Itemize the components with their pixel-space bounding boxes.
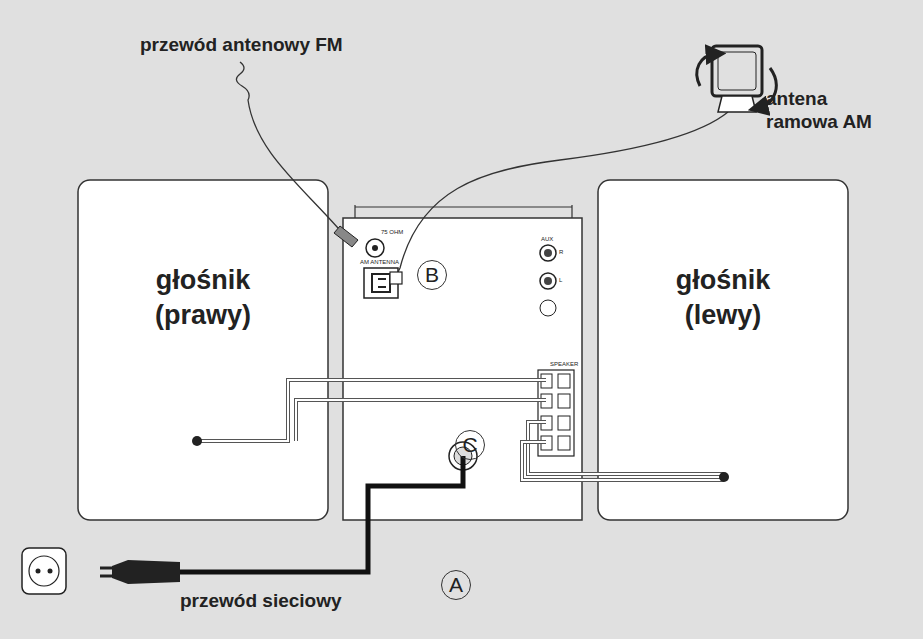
cable-label: przewód antenowy FM <box>140 34 343 57</box>
callout-letter-text: C <box>456 431 484 458</box>
callout-letter-text: A <box>442 571 470 598</box>
wire-dot <box>192 436 202 446</box>
speaker-body <box>78 180 328 520</box>
speaker-box: głośnik (prawy) <box>78 180 328 520</box>
fm-antenna-wire <box>236 62 358 247</box>
antenna-label: antena ramowa AM <box>766 88 886 134</box>
speaker-name: głośnik (prawy) <box>128 263 278 333</box>
callout-letter: A <box>441 570 471 600</box>
socket-label: AUX <box>541 236 553 243</box>
callout-letter: B <box>417 260 447 290</box>
speaker-body <box>598 180 848 520</box>
cable-label: przewód sieciowy <box>180 590 342 613</box>
socket-label: 75 OHM <box>381 229 403 236</box>
socket-label: SPEAKER <box>550 361 578 368</box>
speaker-box: głośnik (lewy) <box>598 180 848 520</box>
socket-label: AM ANTENNA <box>360 259 399 266</box>
wire-dot <box>719 472 729 482</box>
am-loop-antenna <box>390 46 776 284</box>
power-cord <box>22 456 463 594</box>
speaker-name: głośnik (lewy) <box>648 263 798 333</box>
callout-letter: C <box>455 430 485 460</box>
socket-label: R <box>559 249 563 256</box>
callout-letter-text: B <box>418 261 446 288</box>
socket-label: L <box>559 277 562 284</box>
